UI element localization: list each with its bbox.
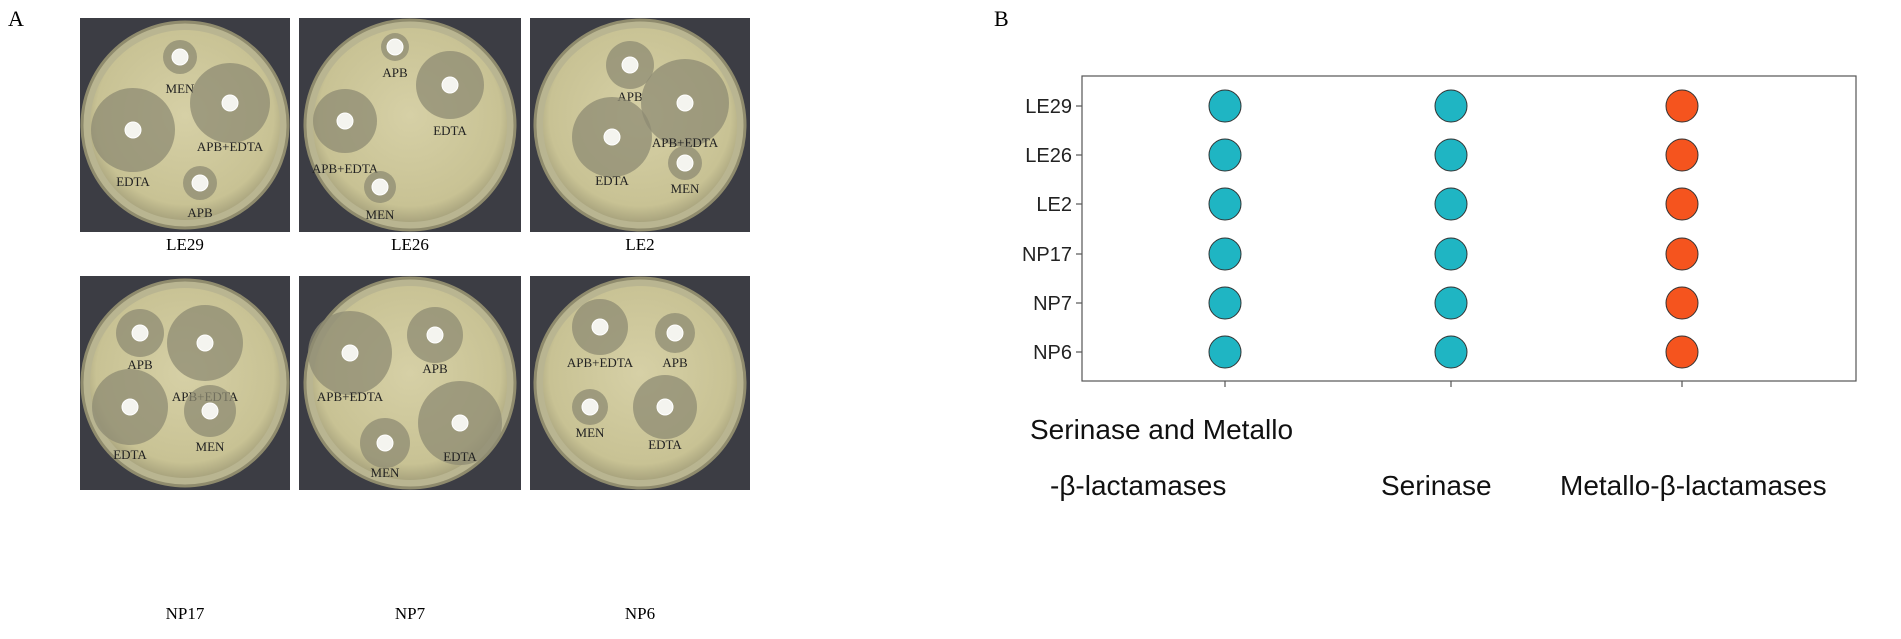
antibiotic-disc [341, 344, 359, 362]
panel-b-label: B [994, 6, 1009, 31]
plate-caption-np17: NP17 [165, 604, 205, 623]
data-point [1208, 237, 1242, 271]
plot-frame [1081, 75, 1857, 382]
plate-caption-np7: NP7 [394, 604, 426, 623]
plate-caption-np6: NP6 [624, 604, 656, 623]
disc-label: APB [187, 205, 213, 220]
disc-label: APB [422, 361, 448, 376]
antibiotic-disc [621, 56, 639, 74]
antibiotic-disc [441, 76, 459, 94]
x-category-label: Metallo-β-lactamases [1560, 470, 1827, 501]
disc-label: MEN [366, 207, 396, 222]
plate-np6: APB+EDTA APB MEN EDTA [530, 276, 750, 490]
antibiotic-disc [124, 121, 142, 139]
antibiotic-disc [426, 326, 444, 344]
plate-le29: MEN APB+EDTA EDTA APB [80, 18, 290, 232]
disc-label: APB+EDTA [312, 161, 379, 176]
x-category-label-line1: Serinase and Metallo [1030, 414, 1294, 445]
data-point [1665, 237, 1699, 271]
antibiotic-disc [451, 414, 469, 432]
data-point [1434, 237, 1468, 271]
data-point [1434, 335, 1468, 369]
disc-label: APB+EDTA [652, 135, 719, 150]
disc-label: EDTA [595, 173, 629, 188]
antibiotic-disc [371, 178, 389, 196]
data-point [1208, 89, 1242, 123]
y-tick-label: NP17 [1022, 244, 1072, 266]
antibiotic-disc [171, 48, 189, 66]
y-tick-label: NP7 [1033, 293, 1072, 315]
disc-label: EDTA [116, 174, 150, 189]
antibiotic-disc [386, 38, 404, 56]
y-tick-label: NP6 [1033, 342, 1072, 364]
petri-plates-figure: MENAPB+EDTAEDTAAPBAPBEDTAAPB+EDTAMENAPBA… [80, 18, 750, 490]
antibiotic-disc [336, 112, 354, 130]
data-point [1665, 335, 1699, 369]
antibiotic-disc [656, 398, 674, 416]
y-tick-label: LE29 [1025, 96, 1072, 118]
antibiotic-disc [131, 324, 149, 342]
data-point [1208, 286, 1242, 320]
disc-label: APB+EDTA [197, 139, 264, 154]
antibiotic-disc [196, 334, 214, 352]
data-point [1208, 335, 1242, 369]
antibiotic-disc [666, 324, 684, 342]
data-point [1208, 138, 1242, 172]
disc-label: EDTA [443, 449, 477, 464]
disc-label: APB [382, 65, 408, 80]
data-point [1434, 286, 1468, 320]
antibiotic-disc [591, 318, 609, 336]
antibiotic-disc [121, 398, 139, 416]
disc-label: EDTA [113, 447, 147, 462]
disc-label: APB+EDTA [317, 389, 384, 404]
antibiotic-disc [676, 154, 694, 172]
disc-label: EDTA [648, 437, 682, 452]
disc-label: MEN [371, 465, 401, 480]
disc-label: APB+EDTA [567, 355, 634, 370]
data-point [1665, 286, 1699, 320]
plate-caption-le26: LE26 [391, 235, 429, 254]
data-point [1434, 138, 1468, 172]
disc-label: MEN [671, 181, 701, 196]
plate-np7: APB+EDTA APB MEN EDTA [299, 276, 521, 490]
plate-caption-le2: LE2 [625, 235, 655, 254]
data-point [1665, 89, 1699, 123]
y-tick-label: LE26 [1025, 145, 1072, 167]
disc-label: MEN [166, 81, 196, 96]
antibiotic-disc [676, 94, 694, 112]
antibiotic-disc [581, 398, 599, 416]
x-category-label: -β-lactamases [1050, 470, 1227, 501]
y-tick-label: LE2 [1036, 194, 1072, 216]
plate-caption-le29: LE29 [166, 235, 204, 254]
disc-label: APB [127, 357, 153, 372]
antibiotic-disc [201, 402, 219, 420]
antibiotic-disc [221, 94, 239, 112]
panel-a-label: A [8, 6, 24, 31]
disc-label: MEN [196, 439, 226, 454]
data-point [1665, 138, 1699, 172]
plate-le26: APB EDTA APB+EDTA MEN [299, 18, 521, 232]
data-point [1665, 187, 1699, 221]
data-point [1434, 187, 1468, 221]
antibiotic-disc [376, 434, 394, 452]
antibiotic-disc [603, 128, 621, 146]
x-category-label: Serinase [1381, 470, 1492, 501]
disc-label: APB [662, 355, 688, 370]
disc-label: EDTA [433, 123, 467, 138]
antibiotic-disc [191, 174, 209, 192]
disc-label: MEN [576, 425, 606, 440]
data-point [1208, 187, 1242, 221]
data-point [1434, 89, 1468, 123]
